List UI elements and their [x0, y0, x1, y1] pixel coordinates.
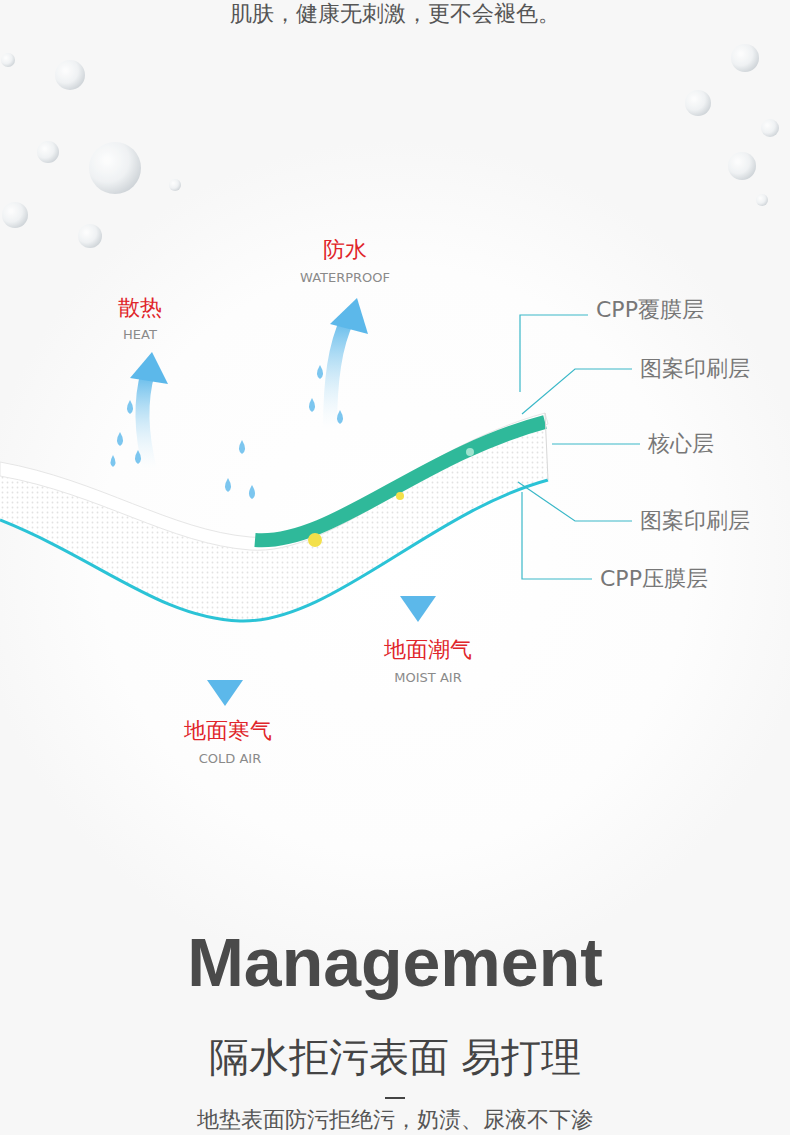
layer-label: 核心层 — [648, 431, 714, 456]
water-bubbles — [1, 44, 779, 248]
divider-dash — [385, 1097, 405, 1099]
feature-sublabel: COLD AIR — [199, 752, 261, 767]
feature-sublabel: HEAT — [123, 328, 157, 343]
feature-sublabel: WATERPROOF — [300, 271, 390, 286]
layer-label: 图案印刷层 — [640, 508, 750, 533]
feature-label: 地面潮气 — [384, 637, 472, 662]
intro-text: 肌肤，健康无刺激，更不会褪色。 — [230, 1, 560, 26]
mat-layers — [0, 413, 548, 621]
water-droplets — [111, 365, 344, 499]
section-subtitle: 隔水拒污表面 易打理 — [209, 1034, 582, 1080]
layer-label: CPP覆膜层 — [596, 297, 704, 322]
layer-label: CPP压膜层 — [600, 566, 708, 591]
feature-label: 地面寒气 — [184, 718, 272, 743]
feature-label: 防水 — [323, 237, 367, 262]
feature-label: 散热 — [118, 295, 162, 320]
feature-sublabel: MOIST AIR — [394, 671, 461, 686]
section-title: Management — [187, 923, 603, 1001]
section-body: 地垫表面防污拒绝污，奶渍、尿液不下渗 — [197, 1107, 593, 1132]
background-glow — [0, 140, 790, 980]
layer-label: 图案印刷层 — [640, 356, 750, 381]
leader-lines — [518, 315, 640, 579]
